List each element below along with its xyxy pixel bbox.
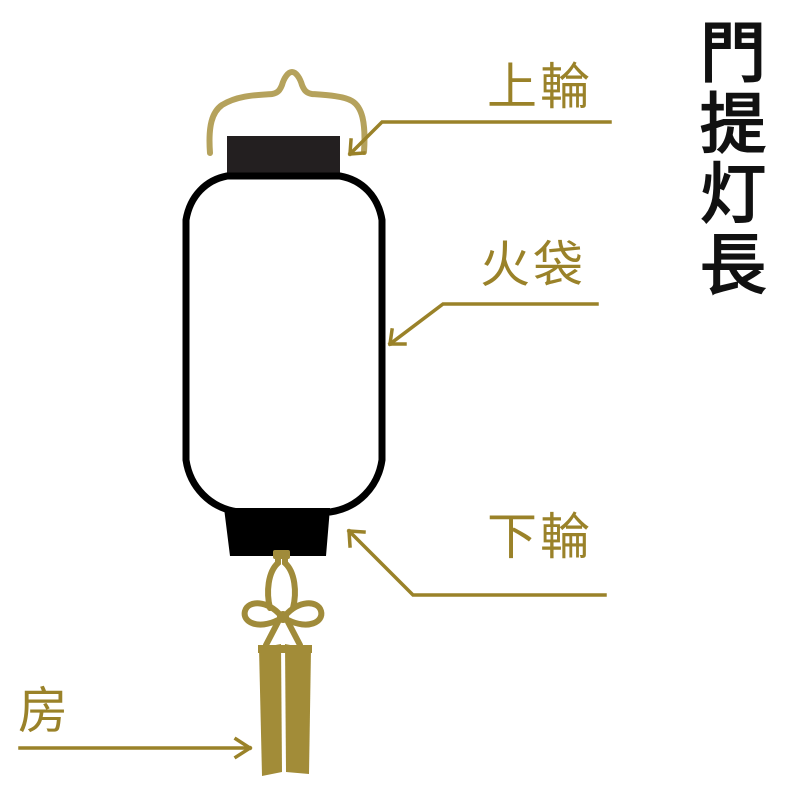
leader-lines: [18, 120, 612, 760]
bow-knot-icon: [241, 600, 325, 648]
tassel-icon: [258, 644, 312, 776]
handle-wire-icon: [206, 69, 368, 156]
title-char-3: 灯: [700, 157, 766, 232]
leader-lower-ring: [346, 528, 607, 597]
label-tassel: 房: [18, 683, 71, 739]
paper-body: [182, 172, 386, 516]
label-fire-bag: 火袋: [480, 237, 586, 293]
title-char-2: 提: [700, 86, 766, 161]
cord-collar: [273, 550, 290, 559]
title-char-1: 門: [700, 16, 766, 90]
leader-upper-ring: [347, 120, 612, 157]
page-title: 門 提 灯 長: [690, 18, 776, 300]
lantern-graphic: [182, 69, 386, 776]
upper-ring-band: [227, 136, 340, 176]
title-char-4: 長: [700, 227, 766, 302]
leader-tassel: [18, 736, 253, 760]
label-upper-ring: 上輪: [487, 59, 593, 115]
hanging-cord: [265, 550, 298, 611]
leader-fire-bag: [387, 302, 599, 347]
lower-ring-band: [224, 508, 330, 556]
label-lower-ring: 下輪: [487, 509, 593, 565]
